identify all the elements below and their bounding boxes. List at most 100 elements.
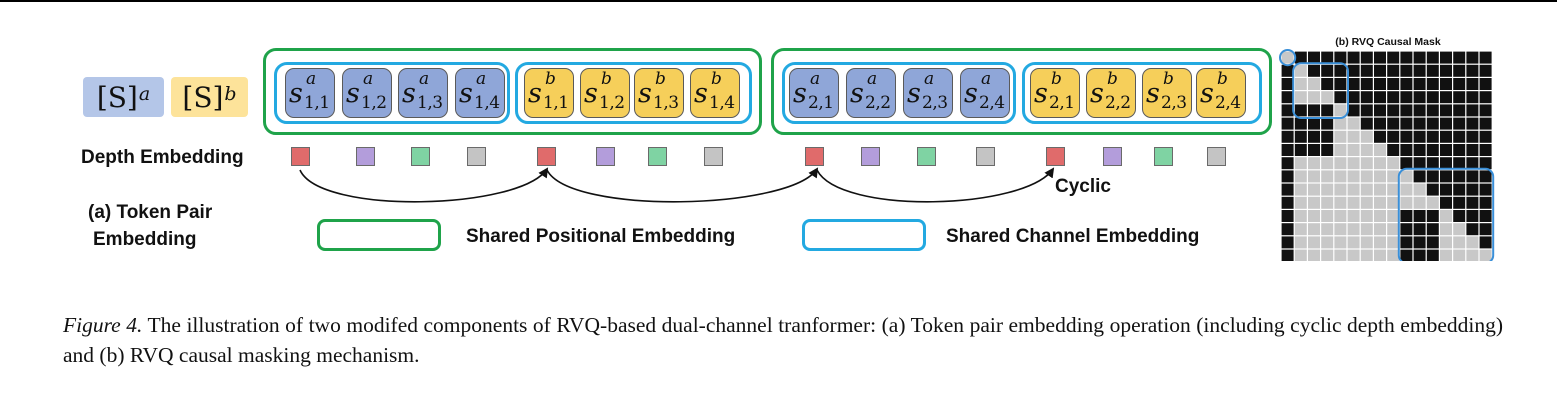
mask-cell xyxy=(1334,144,1347,156)
mask-cell xyxy=(1281,210,1294,222)
mask-title: (b) RVQ Causal Mask xyxy=(1335,36,1441,48)
mask-cell xyxy=(1281,91,1294,104)
cyclic-arrow-3 xyxy=(816,167,1055,203)
channel-b-sup: b xyxy=(224,83,237,105)
depth-embedding-square xyxy=(648,147,667,166)
mask-cell xyxy=(1400,117,1413,130)
mask-cell xyxy=(1374,51,1386,64)
mask-cell xyxy=(1334,64,1347,77)
mask-cell xyxy=(1453,130,1466,143)
mask-cell xyxy=(1281,249,1294,261)
mask-cell xyxy=(1440,64,1452,77)
mask-cell xyxy=(1440,223,1452,236)
mask-cell xyxy=(1453,104,1466,117)
mask-cell xyxy=(1413,196,1426,209)
mask-cell xyxy=(1374,130,1386,143)
mask-cell xyxy=(1347,91,1360,104)
token-channel: b xyxy=(545,69,556,89)
mask-cell xyxy=(1387,196,1400,209)
mask-cell xyxy=(1294,117,1307,130)
mask-cell xyxy=(1466,223,1479,236)
mask-cell xyxy=(1334,104,1347,117)
figure-caption: Figure 4. The illustration of two modife… xyxy=(63,310,1503,370)
mask-cell xyxy=(1321,64,1334,77)
mask-cell xyxy=(1374,64,1386,77)
mask-cell xyxy=(1281,64,1294,77)
mask-cell xyxy=(1453,210,1466,222)
depth-embedding-square xyxy=(291,147,310,166)
mask-cell xyxy=(1413,157,1426,170)
mask-cell xyxy=(1479,51,1492,64)
mask-cell xyxy=(1387,91,1400,104)
token-index: 2,3 xyxy=(1161,93,1187,113)
mask-cell xyxy=(1294,144,1307,156)
channel-group-2a xyxy=(782,62,1016,124)
mask-cell xyxy=(1440,196,1452,209)
mask-cell xyxy=(1426,64,1439,77)
mask-cell xyxy=(1294,170,1307,183)
channel-group-1b xyxy=(515,62,752,124)
token-channel: b xyxy=(1217,69,1228,89)
mask-cell xyxy=(1440,51,1452,64)
mask-cell xyxy=(1294,157,1307,170)
mask-cell xyxy=(1321,117,1334,130)
mask-cell xyxy=(1466,51,1479,64)
mask-cell xyxy=(1294,183,1307,196)
channel-legend-swatch xyxy=(802,219,926,251)
mask-cell xyxy=(1453,91,1466,104)
token-index: 2,2 xyxy=(1105,93,1131,113)
mask-highlight-block xyxy=(1397,167,1495,261)
channel-a-legend: [S]a xyxy=(83,77,164,117)
channel-b-legend: [S]b xyxy=(171,77,248,117)
mask-cell xyxy=(1440,183,1452,196)
mask-cell xyxy=(1308,78,1320,90)
mask-cell xyxy=(1426,117,1439,130)
mask-cell xyxy=(1334,78,1347,90)
token-channel: b xyxy=(655,69,666,89)
mask-cell xyxy=(1413,78,1426,90)
mask-cell xyxy=(1308,183,1320,196)
mask-cell xyxy=(1281,223,1294,236)
mask-cell xyxy=(1321,196,1334,209)
mask-cell xyxy=(1347,196,1360,209)
mask-cell xyxy=(1321,130,1334,143)
depth-embedding-square xyxy=(1103,147,1122,166)
token-index: 1,2 xyxy=(361,93,387,113)
mask-cell xyxy=(1466,144,1479,156)
mask-cell xyxy=(1479,196,1492,209)
token-symbol: s xyxy=(694,78,708,109)
mask-cell xyxy=(1347,210,1360,222)
mask-cell xyxy=(1479,223,1492,236)
mask-cell xyxy=(1453,183,1466,196)
mask-cell xyxy=(1334,210,1347,222)
token-index: 1,3 xyxy=(653,93,679,113)
mask-cell xyxy=(1426,78,1439,90)
mask-cell xyxy=(1479,130,1492,143)
mask-cell xyxy=(1347,157,1360,170)
mask-cell xyxy=(1387,223,1400,236)
mask-cell xyxy=(1400,130,1413,143)
token-index: 2,1 xyxy=(808,93,834,113)
token-index: 1,3 xyxy=(417,93,443,113)
rvq-causal-mask xyxy=(1279,49,1495,261)
mask-cell xyxy=(1294,104,1307,117)
mask-cell xyxy=(1360,236,1373,249)
mask-cell xyxy=(1374,236,1386,249)
mask-cell xyxy=(1426,144,1439,156)
mask-cell xyxy=(1308,196,1320,209)
mask-cell xyxy=(1400,51,1413,64)
mask-cell xyxy=(1466,130,1479,143)
mask-cell xyxy=(1360,117,1373,130)
mask-cell xyxy=(1374,91,1386,104)
mask-cell xyxy=(1294,236,1307,249)
mask-cell xyxy=(1466,104,1479,117)
mask-cell xyxy=(1308,157,1320,170)
token-symbol: s xyxy=(1090,78,1104,109)
token-channel: a xyxy=(419,69,430,89)
mask-cell xyxy=(1453,236,1466,249)
